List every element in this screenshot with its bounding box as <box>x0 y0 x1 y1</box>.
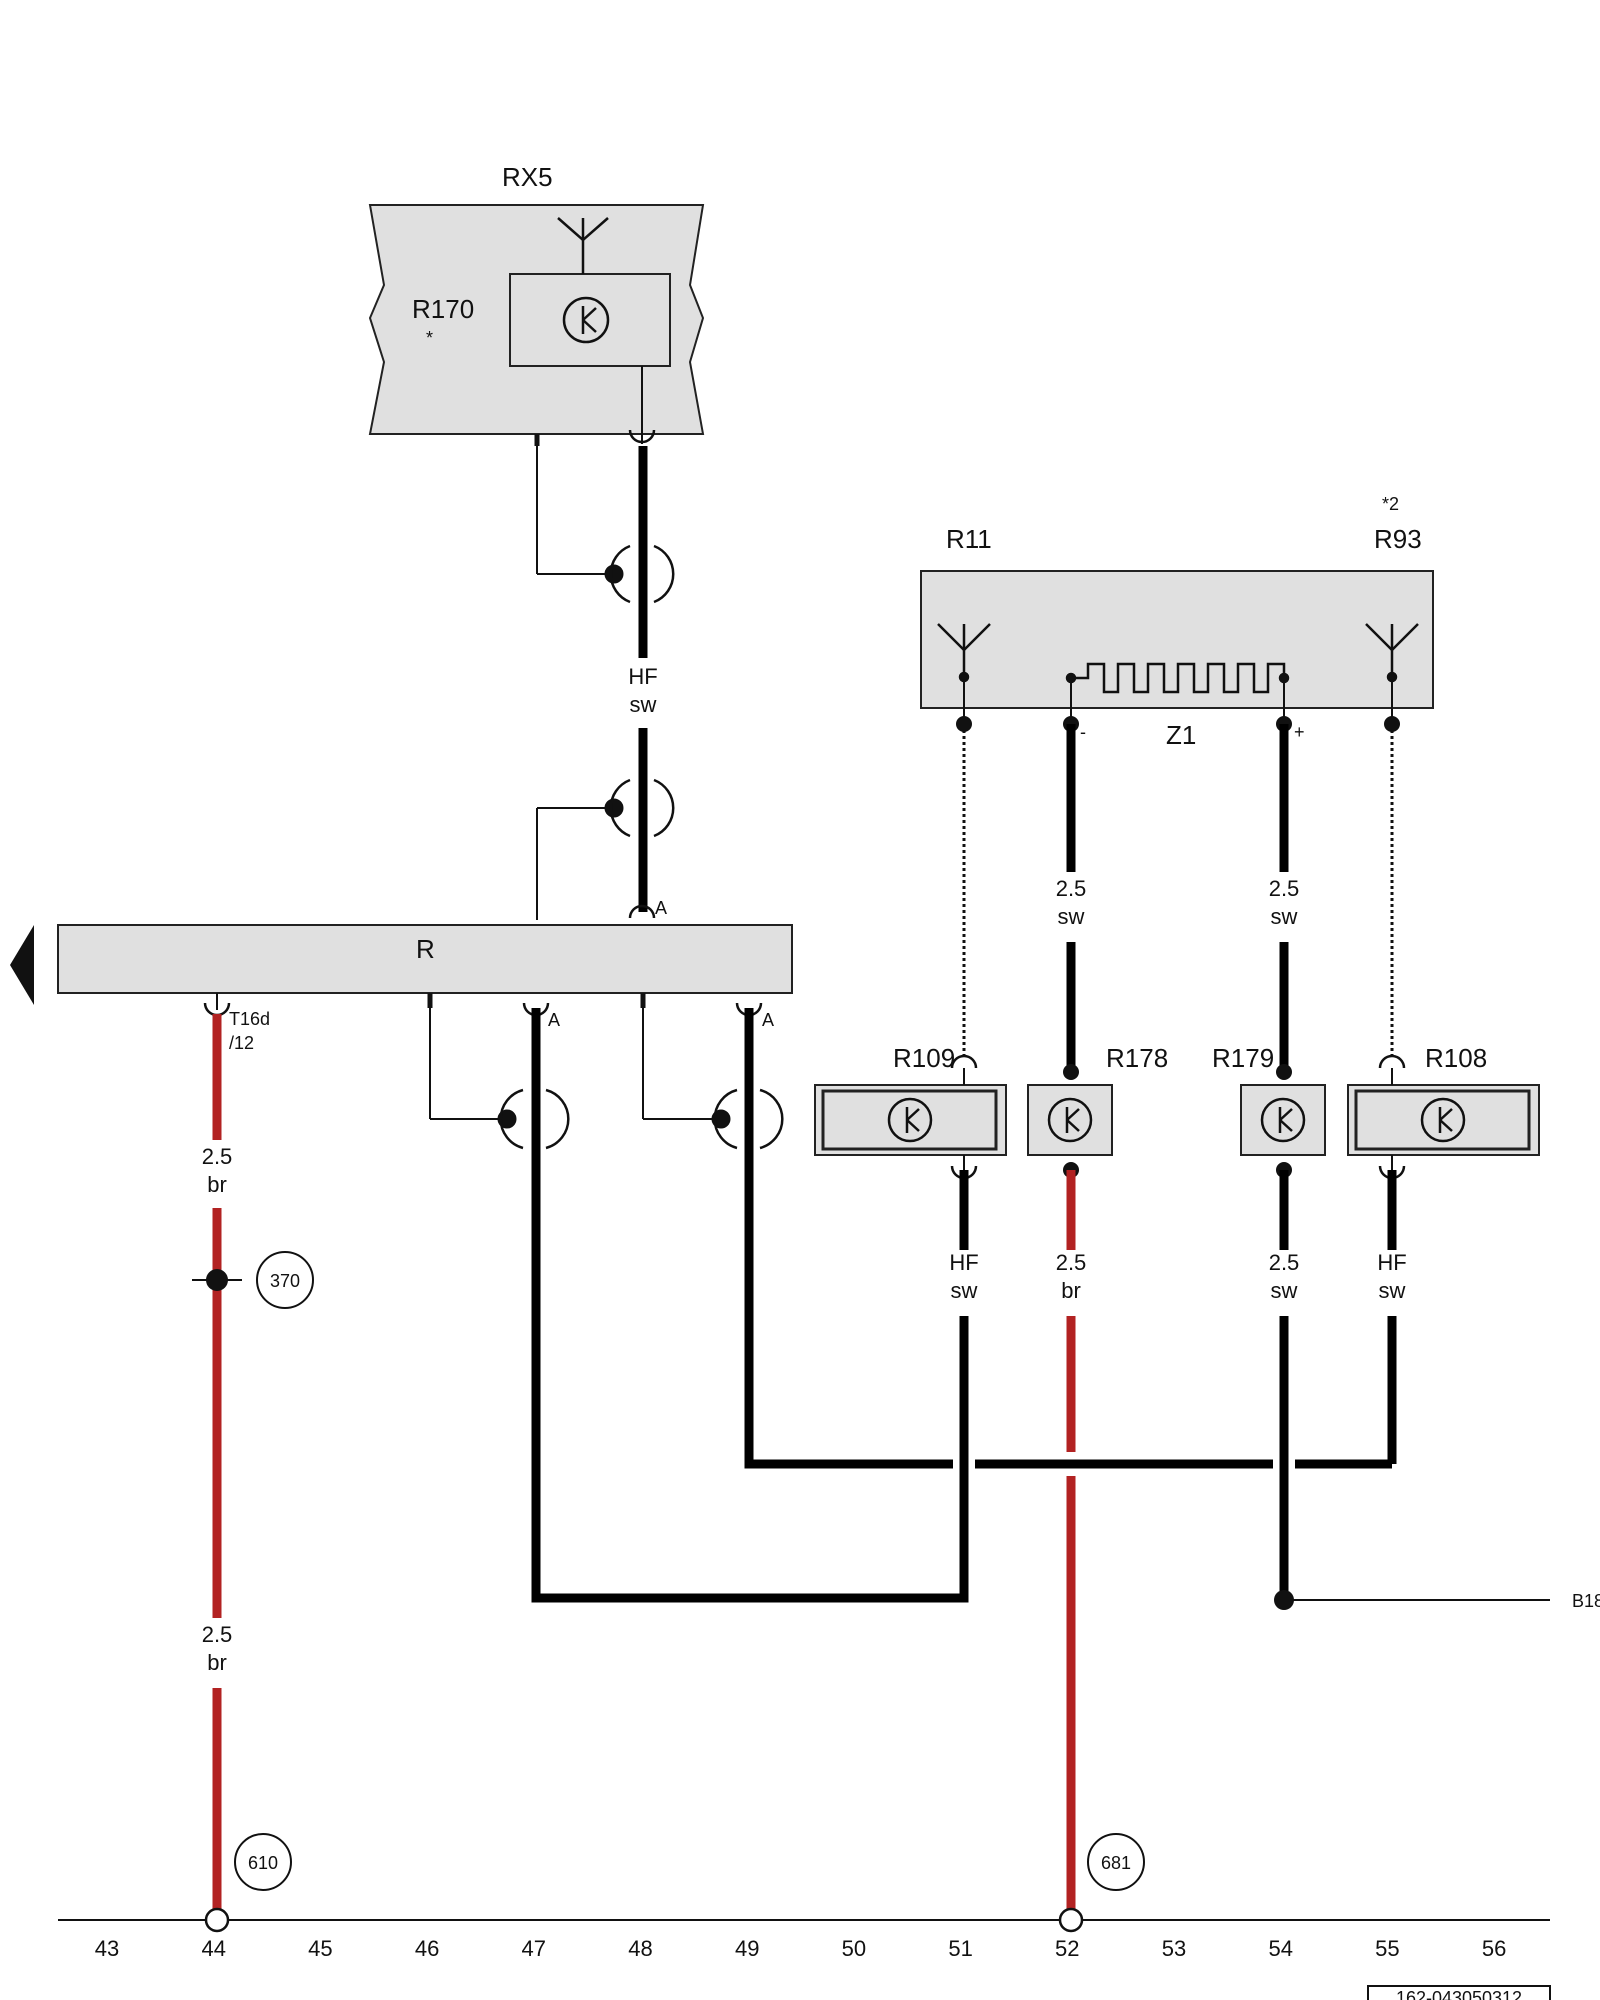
r11-r93-box <box>920 570 1434 709</box>
r93-note: *2 <box>1382 494 1399 514</box>
r179-amplifier: R179 <box>1212 1043 1326 1178</box>
pin-a-label: A <box>655 898 667 918</box>
column-number: 46 <box>415 1936 439 1961</box>
wire-label-color: sw <box>1271 904 1298 929</box>
wire-label-size: HF <box>1377 1250 1406 1275</box>
r170-label: R170 <box>412 294 474 324</box>
ref-681-marker: 681 <box>1087 1833 1145 1891</box>
antenna-leads <box>962 724 1394 1056</box>
pin-a-label: A <box>548 1010 560 1030</box>
amplifier-icon <box>562 296 610 344</box>
column-number: 43 <box>95 1936 119 1961</box>
wire-label-color: sw <box>1379 1278 1406 1303</box>
wire-label-color: sw <box>630 692 657 717</box>
ref-370-marker: 370 <box>256 1251 314 1309</box>
lower-wires <box>959 1170 1397 1910</box>
column-number: 52 <box>1055 1936 1079 1961</box>
antenna-icon <box>557 217 609 274</box>
column-number: 53 <box>1162 1936 1186 1961</box>
wire-label-color: sw <box>1058 904 1085 929</box>
radio-r-box <box>57 924 793 994</box>
wire-label-size: HF <box>949 1250 978 1275</box>
amplifier-icon <box>887 1097 933 1143</box>
column-number: 45 <box>308 1936 332 1961</box>
wire-label-color: br <box>207 1172 227 1197</box>
rx5-shield <box>534 429 675 604</box>
r109-amplifier: R109 <box>814 1043 1007 1180</box>
ref-681-label: 681 <box>1101 1853 1131 1873</box>
column-number: 47 <box>522 1936 546 1961</box>
r170-box <box>509 273 671 367</box>
bus-terminal <box>1058 1907 1084 1933</box>
r-shield-top <box>536 778 675 920</box>
column-number: 51 <box>948 1936 972 1961</box>
b18-label: B18 <box>1572 1591 1600 1611</box>
continuation-arrow-icon <box>10 925 34 1005</box>
amplifier-icon <box>1047 1097 1093 1143</box>
ground-b18: B18 <box>1274 1590 1600 1611</box>
wire-label-color: sw <box>951 1278 978 1303</box>
r178-label: R178 <box>1106 1043 1168 1073</box>
column-number: 50 <box>842 1936 866 1961</box>
heater-wires <box>1066 724 1289 1072</box>
doc-id-label: 162-043050312 <box>1396 1988 1522 2000</box>
r108-label: R108 <box>1425 1043 1487 1073</box>
r93-label: R93 <box>1374 524 1422 554</box>
r11-label: R11 <box>946 524 992 554</box>
ref-610-label: 610 <box>248 1853 278 1873</box>
wire-label-color: sw <box>1271 1278 1298 1303</box>
t16d-label: T16d <box>229 1009 270 1029</box>
coax-r-to-r109 <box>531 1008 969 1603</box>
r-shield-left <box>427 993 570 1150</box>
z1-minus-label: - <box>1080 722 1086 742</box>
r11-r93-module: R11 *2 R93 <box>920 494 1434 709</box>
amplifier-icon <box>1260 1097 1306 1143</box>
t16d-pin-label: /12 <box>229 1033 254 1053</box>
wire-label-size: 2.5 <box>202 1622 233 1647</box>
wire-label-size: 2.5 <box>1056 1250 1087 1275</box>
z1-label: Z1 <box>1166 720 1196 750</box>
r178-amplifier: R178 <box>1027 1043 1168 1178</box>
r170-star: * <box>426 328 433 348</box>
column-number: 55 <box>1375 1936 1399 1961</box>
amplifier-icon <box>1420 1097 1466 1143</box>
column-number: 44 <box>201 1936 225 1961</box>
column-number: 56 <box>1482 1936 1506 1961</box>
wire-label-color: br <box>1061 1278 1081 1303</box>
rx5-module: RX5 R170 * <box>368 162 705 444</box>
wire-label-size: 2.5 <box>202 1144 233 1169</box>
wire-label-size: 2.5 <box>1269 1250 1300 1275</box>
wire-label-size: HF <box>628 664 657 689</box>
coax-r-to-r108 <box>744 1008 1397 1469</box>
wire-label-color: br <box>207 1650 227 1675</box>
column-number: 48 <box>628 1936 652 1961</box>
brown-wire-col44 <box>192 1014 242 1910</box>
column-numbers: 43 44 45 46 47 48 49 50 51 52 53 54 55 56 <box>95 1936 1507 1961</box>
doc-id-box: 162-043050312 <box>1367 1985 1551 2000</box>
pin-a-label: A <box>762 1010 774 1030</box>
rx5-label: RX5 <box>502 162 553 192</box>
antenna-icon <box>937 623 991 683</box>
wire-label-size: 2.5 <box>1269 876 1300 901</box>
column-number: 54 <box>1268 1936 1292 1961</box>
ref-610-marker: 610 <box>234 1833 292 1891</box>
ref-370-label: 370 <box>270 1271 300 1291</box>
radio-r-label: R <box>416 934 435 964</box>
z1-plus-label: + <box>1294 722 1305 742</box>
r108-amplifier: R108 <box>1347 1043 1540 1180</box>
wire-label-size: 2.5 <box>1056 876 1087 901</box>
connector-cup <box>628 429 656 444</box>
radio-r: R <box>10 924 793 1005</box>
r109-label: R109 <box>893 1043 955 1073</box>
column-number: 49 <box>735 1936 759 1961</box>
r179-label: R179 <box>1212 1043 1274 1073</box>
bus-terminal <box>204 1907 230 1933</box>
